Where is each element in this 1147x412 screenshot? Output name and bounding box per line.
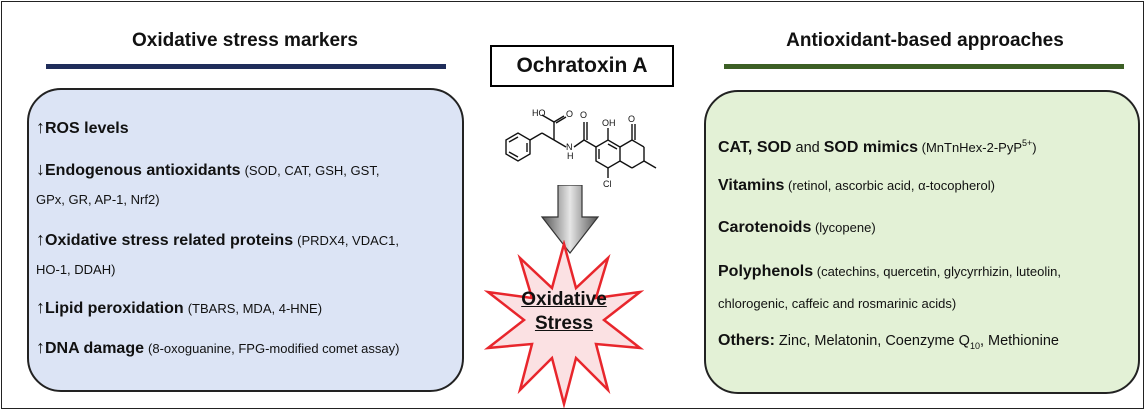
approach-text: Zinc, Melatonin, Coenzyme Q <box>774 333 970 349</box>
marker-detail: (SOD, CAT, GSH, GST, <box>244 163 380 178</box>
svg-text:O: O <box>628 114 635 124</box>
approach-item: Carotenoids (lycopene) <box>718 212 876 244</box>
marker-item: HO-1, DDAH) <box>36 254 115 286</box>
svg-text:O: O <box>566 109 573 119</box>
marker-detail: GPx, GR, AP-1, Nrf2) <box>36 192 160 207</box>
approach-text: , Methionine <box>979 333 1059 349</box>
svg-text:N: N <box>566 142 573 152</box>
right-column-title: Antioxidant-based approaches <box>786 30 1064 51</box>
down-arrow-icon <box>540 185 600 254</box>
approach-item: Polyphenols (catechins, quercetin, glycy… <box>718 256 1061 288</box>
marker-name: DNA damage <box>45 340 144 357</box>
marker-item: GPx, GR, AP-1, Nrf2) <box>36 184 160 216</box>
right-title-rule <box>724 64 1124 69</box>
marker-item: ↑ ROS levels <box>36 112 129 145</box>
marker-detail: (8-oxoguanine, FPG-modified comet assay) <box>148 341 400 356</box>
marker-name: Lipid peroxidation <box>45 300 184 317</box>
ochratoxin-a-structure: HO O O OH O N H Cl <box>505 108 657 189</box>
svg-text:Cl: Cl <box>603 179 612 189</box>
ochratoxin-title: Ochratoxin A <box>490 45 674 87</box>
left-column-title: Oxidative stress markers <box>131 30 359 51</box>
approach-name: Vitamins <box>718 177 785 194</box>
approach-detail: ) <box>1032 139 1037 155</box>
approach-item: Others: Zinc, Melatonin, Coenzyme Q10, M… <box>718 325 1059 362</box>
svg-text:H: H <box>567 151 574 161</box>
approach-detail: (catechins, quercetin, glycyrrhizin, lut… <box>813 264 1061 279</box>
marker-detail: HO-1, DDAH) <box>36 262 116 277</box>
superscript: 5+ <box>1022 138 1033 148</box>
marker-item: ↑ Lipid peroxidation (TBARS, MDA, 4-HNE) <box>36 292 322 325</box>
approach-text: and <box>791 139 824 156</box>
up-arrow-icon: ↑ <box>36 337 45 357</box>
approach-item: CAT, SOD and SOD mimics (MnTnHex-2-PyP5+… <box>718 128 1037 164</box>
marker-name: Endogenous antioxidants <box>45 162 241 179</box>
marker-name: ROS levels <box>45 120 129 137</box>
marker-item: ↑ DNA damage (8-oxoguanine, FPG-modified… <box>36 332 399 365</box>
approach-detail: (retinol, ascorbic acid, α-tocopherol) <box>784 178 995 193</box>
approach-name: Others: <box>718 332 775 349</box>
approach-detail: (lycopene) <box>811 220 876 235</box>
antioxidant-approaches-panel <box>704 90 1140 394</box>
up-arrow-icon: ↑ <box>36 229 45 249</box>
approach-name: SOD mimics <box>823 138 918 156</box>
approach-name: CAT, SOD <box>718 138 792 156</box>
left-title-rule <box>46 64 446 69</box>
marker-detail: (PRDX4, VDAC1, <box>297 233 400 248</box>
oxidative-stress-burst <box>484 240 644 408</box>
approach-detail: chlorogenic, caffeic and rosmarinic acid… <box>718 296 957 311</box>
svg-text:O: O <box>580 110 587 120</box>
approach-name: Polyphenols <box>718 263 814 280</box>
approach-name: Carotenoids <box>718 219 812 236</box>
marker-name: Oxidative stress related proteins <box>45 232 294 249</box>
oxidative-markers-panel <box>27 88 464 392</box>
subscript: 10 <box>969 340 980 351</box>
marker-detail: (TBARS, MDA, 4-HNE) <box>187 301 323 316</box>
marker-item: ↑ Oxidative stress related proteins (PRD… <box>36 224 399 257</box>
oxidative-stress-label: Oxidative Stress <box>521 289 607 334</box>
up-arrow-icon: ↑ <box>36 297 45 317</box>
approach-item: chlorogenic, caffeic and rosmarinic acid… <box>718 288 956 320</box>
svg-text:OH: OH <box>602 118 616 128</box>
marker-item: ↓ Endogenous antioxidants (SOD, CAT, GSH… <box>36 154 379 187</box>
svg-text:HO: HO <box>532 108 546 118</box>
approach-item: Vitamins (retinol, ascorbic acid, α-toco… <box>718 170 995 202</box>
up-arrow-icon: ↑ <box>36 117 45 137</box>
approach-detail: (MnTnHex-2-PyP <box>918 139 1023 155</box>
down-arrow-icon: ↓ <box>36 159 45 179</box>
